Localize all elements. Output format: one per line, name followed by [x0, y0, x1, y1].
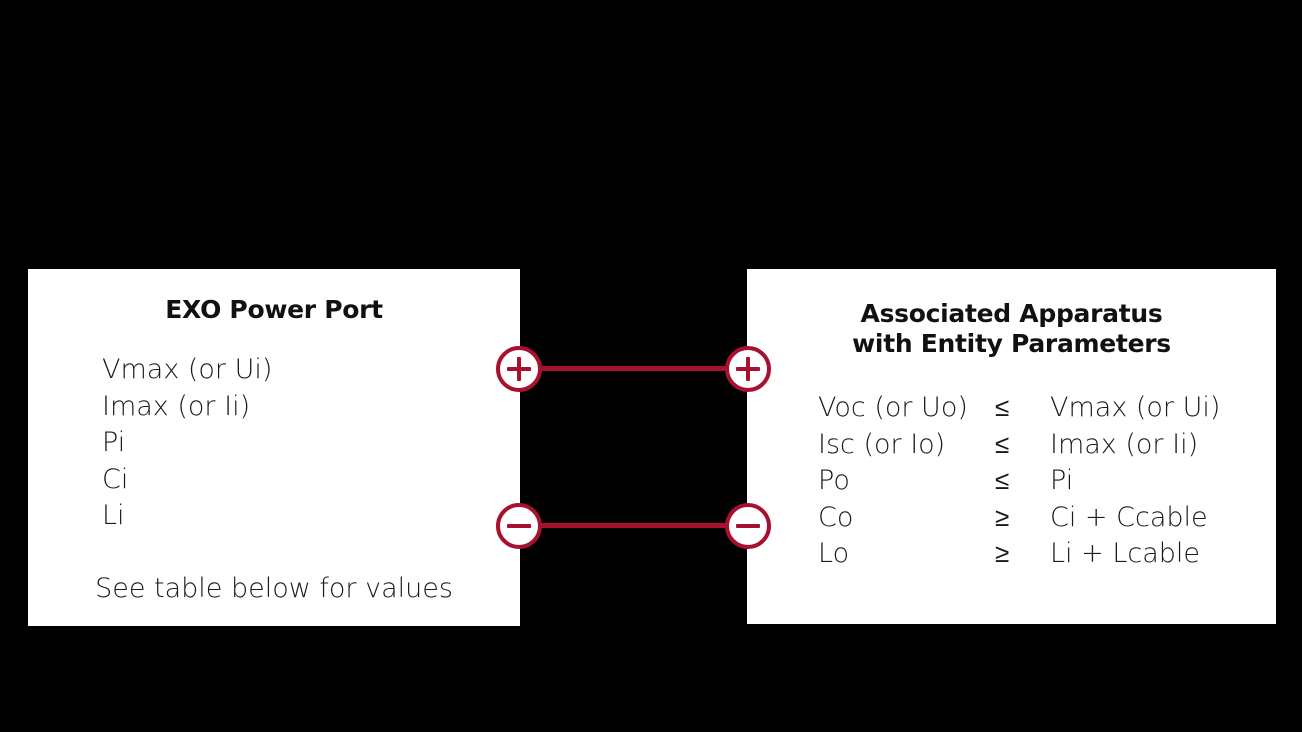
plus-icon-bar-v [746, 357, 750, 381]
minus-icon-bar [736, 524, 760, 528]
exo-power-port-title: EXO Power Port [28, 295, 520, 325]
row-rhs: Li + Lcable [1050, 538, 1201, 569]
associated-apparatus-title: Associated Apparatus with Entity Paramet… [747, 299, 1276, 358]
minus-icon-bar [507, 524, 531, 528]
positive-wire [519, 366, 748, 371]
minus-icon [725, 503, 771, 549]
table-row: Voc (or Uo) ≤ Vmax (or Ui) [818, 392, 1220, 429]
minus-icon [496, 503, 542, 549]
list-item: Pi [102, 427, 126, 459]
row-rhs: Pi [1050, 465, 1074, 496]
exo-parameter-list: Vmax (or Ui) Imax (or Ii) Pi Ci Li [102, 352, 272, 535]
row-rhs: Imax (or Ii) [1050, 428, 1199, 460]
row-rhs: Vmax (or Ui) [1050, 392, 1221, 423]
row-rhs: Ci + Ccable [1050, 501, 1208, 533]
see-table-note: See table below for values [95, 573, 453, 604]
row-lhs: Co [818, 501, 854, 533]
table-row: Po ≤ Pi [818, 465, 1220, 502]
table-row: Co ≥ Ci + Ccable [818, 502, 1220, 539]
row-operator: ≤ [995, 429, 1010, 460]
row-lhs: Lo [818, 538, 850, 569]
plus-icon [496, 346, 542, 392]
associated-apparatus-title-line1: Associated Apparatus [860, 299, 1163, 328]
list-item: Ci [102, 463, 129, 495]
plus-icon-bar-v [517, 357, 521, 381]
table-row: Lo ≥ Li + Lcable [818, 538, 1220, 575]
row-operator: ≤ [995, 393, 1010, 423]
list-item: Imax (or Ii) [102, 390, 251, 422]
exo-power-port-panel: EXO Power Port Vmax (or Ui) Imax (or Ii)… [28, 269, 520, 626]
associated-apparatus-panel: Associated Apparatus with Entity Paramet… [747, 269, 1276, 624]
table-row: Isc (or Io) ≤ Imax (or Ii) [818, 429, 1220, 466]
list-item: Vmax (or Ui) [102, 354, 273, 385]
row-lhs: Po [818, 465, 850, 496]
associated-apparatus-title-line2: with Entity Parameters [852, 328, 1171, 358]
row-operator: ≥ [995, 539, 1010, 569]
list-item: Li [102, 500, 125, 532]
plus-icon [725, 346, 771, 392]
row-lhs: Voc (or Uo) [818, 392, 968, 423]
row-operator: ≤ [995, 466, 1010, 496]
row-lhs: Isc (or Io) [818, 428, 946, 460]
entity-parameter-table: Voc (or Uo) ≤ Vmax (or Ui) Isc (or Io) ≤… [818, 392, 1220, 575]
negative-wire [519, 523, 748, 528]
exo-power-port-title-line: EXO Power Port [165, 295, 383, 324]
row-operator: ≥ [995, 502, 1010, 533]
